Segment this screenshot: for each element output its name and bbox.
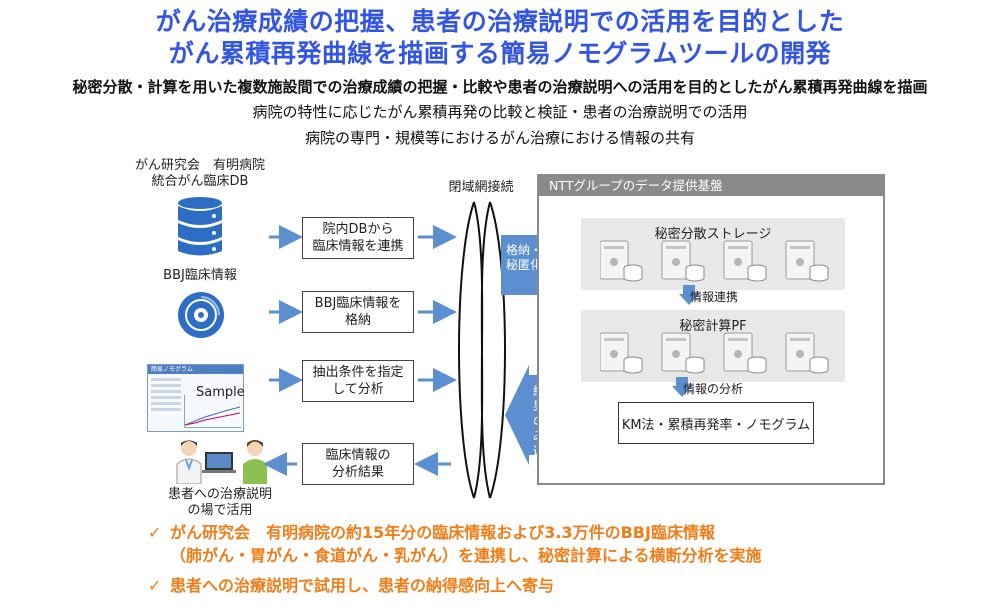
flow-box-1: 院内DBから 臨床情報を連携 (302, 217, 414, 259)
sample-app-titlebar: 簡易ノモグラム (148, 365, 243, 374)
storage-title: 秘密分散ストレージ (654, 227, 772, 242)
database-icon (176, 196, 224, 258)
flow-box-4-line1: 臨床情報の (325, 448, 391, 463)
flow-box-1-line2: 臨床情報を連携 (312, 239, 404, 254)
db-label-line1: がん研究会 有明病院 (134, 158, 265, 173)
bbj-label: BBJ臨床情報 (163, 268, 237, 283)
flow-box-4: 臨床情報の 分析結果 (302, 443, 414, 485)
sample-watermark: Sample (196, 385, 245, 400)
db-label-line2: 統合がん臨床DB (151, 174, 249, 189)
flow-arrows (263, 225, 457, 476)
check-item-2-text: 患者への治療説明で試用し、患者の納得感向上へ寄与 (170, 576, 555, 595)
link-label: 情報連携 (690, 290, 739, 304)
disc-icon (176, 290, 226, 340)
check-item-1-line2: （肺がん・胃がん・食道がん・乳がん）を連携し、秘密計算による横断分析を実施 (170, 546, 762, 565)
subtitle: 秘密分散・計算を用いた複数施設間での治療成績の把握・比較や患者の治療説明への活用… (72, 78, 928, 96)
check-icon: ✓ (148, 576, 162, 595)
patient-label: 患者への治療説明 の場で活用 (150, 487, 290, 519)
link-arrow (679, 285, 699, 305)
compute-servers (599, 330, 840, 375)
check-item-2: ✓ 患者への治療説明で試用し、患者の納得感向上へ寄与 (148, 575, 998, 597)
db-label: がん研究会 有明病院 統合がん臨床DB (120, 158, 280, 190)
flow-box-2: BBJ臨床情報を 格納 (302, 291, 414, 333)
flow-box-2-line1: BBJ臨床情報を (314, 296, 402, 311)
patient-label-line1: 患者への治療説明 (167, 487, 272, 502)
sample-app-chart (184, 395, 241, 428)
sample-app-screenshot: 簡易ノモグラム Sample (147, 364, 245, 432)
check-icon: ✓ (148, 523, 162, 542)
compute-title: 秘密計算PF (679, 319, 747, 334)
store-arrow-label: 格納・ 秘匿化 (502, 243, 546, 273)
doctor-patient-icon (175, 438, 270, 485)
flow-box-3-line2: して分析 (332, 382, 384, 397)
km-result-box: KM法・累積再発率・ノモグラム (618, 402, 814, 444)
storage-servers (599, 238, 840, 283)
analysis-arrow (672, 377, 692, 397)
flow-box-3-line1: 抽出条件を指定 (312, 365, 404, 380)
store-arrow-line1: 格納・ (505, 243, 542, 257)
flow-box-4-line2: 分析結果 (331, 465, 384, 480)
flow-box-1-line1: 院内DBから (322, 222, 394, 237)
main-title-line2: がん累積再発曲線を描画する簡易ノモグラムツールの開発 (168, 39, 832, 68)
flow-box-2-line2: 格納 (344, 313, 371, 328)
main-title-line1: がん治療成績の把握、患者の治療説明での活用を目的とした (155, 7, 845, 36)
check-item-1-line1: がん研究会 有明病院の約15年分の臨床情報および3.3万件のBBJ臨床情報 (170, 523, 715, 542)
closed-network-icon (458, 201, 506, 499)
point-1: 病院の特性に応じたがん累積再発の比較と検証・患者の治療説明での活用 (252, 103, 748, 121)
point-2: 病院の専門・規模等におけるがん治療における情報の共有 (304, 129, 695, 147)
platform-title: NTTグループのデータ提供基盤 (539, 176, 883, 196)
analysis-label: 情報の分析 (683, 382, 744, 396)
check-item-1: ✓ がん研究会 有明病院の約15年分の臨床情報および3.3万件のBBJ臨床情報 (148, 522, 998, 544)
store-arrow-line2: 秘匿化 (505, 258, 542, 272)
sample-app-form (151, 378, 181, 428)
patient-label-line2: の場で活用 (187, 503, 253, 518)
flow-box-3: 抽出条件を指定 して分析 (302, 360, 414, 402)
closed-network-label: 閉域網接続 (448, 180, 514, 195)
